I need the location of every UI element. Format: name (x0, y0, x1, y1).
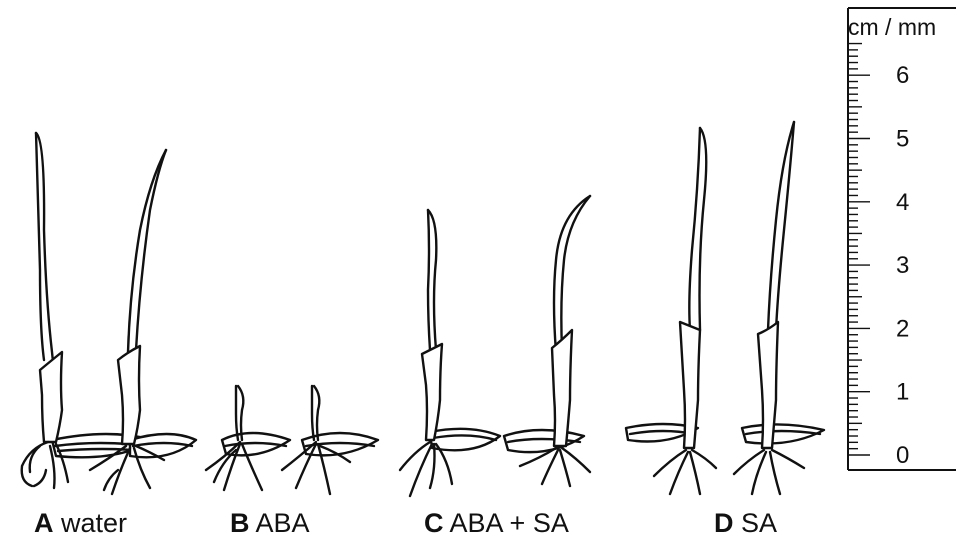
panel-treatment: water (61, 508, 127, 538)
panel-label-b: B ABA (230, 508, 310, 539)
seedling-d2 (734, 122, 824, 494)
ruler-ticks (848, 44, 870, 455)
seedling-b2 (282, 386, 378, 494)
shoot (554, 196, 590, 352)
panel-label-a: A water (34, 508, 127, 539)
panel-treatment: ABA (256, 508, 310, 538)
roots (734, 450, 804, 494)
panel-treatment: ABA + SA (450, 508, 569, 538)
coleoptile (552, 330, 572, 446)
ruler-unit-label: cm / mm (848, 14, 936, 41)
panel-label-c: C ABA + SA (424, 508, 569, 539)
ruler-tick-label: 0 (896, 442, 909, 469)
ruler-tick-label: 5 (896, 126, 909, 153)
roots (654, 450, 716, 494)
ruler-tick-label: 1 (896, 379, 909, 406)
coleoptile (422, 344, 442, 440)
panel-letter: D (714, 508, 734, 538)
panel-letter: A (34, 508, 54, 538)
ruler-tick-label: 3 (896, 252, 909, 279)
shoot (700, 128, 707, 330)
ruler-tick-label: 4 (896, 189, 909, 216)
ruler: 0 1 2 3 4 5 6 (848, 8, 956, 470)
seedling-c2 (504, 196, 590, 486)
ruler-tick-label: 2 (896, 315, 909, 342)
ruler-tick-label: 6 (896, 62, 909, 89)
coleoptile (40, 352, 62, 442)
seedling-d1 (626, 128, 716, 494)
seedling-c1 (400, 210, 500, 496)
coleoptile (118, 346, 140, 444)
shoot (128, 150, 166, 352)
panel-letter: B (230, 508, 250, 538)
roots (520, 448, 590, 486)
ruler-labels: 0 1 2 3 4 5 6 (896, 62, 909, 469)
panel-treatment: SA (741, 508, 777, 538)
panel-letter: C (424, 508, 444, 538)
panel-label-d: D SA (714, 508, 777, 539)
shoot (314, 386, 319, 440)
shoot (238, 386, 243, 440)
seedling-b1 (206, 386, 290, 490)
